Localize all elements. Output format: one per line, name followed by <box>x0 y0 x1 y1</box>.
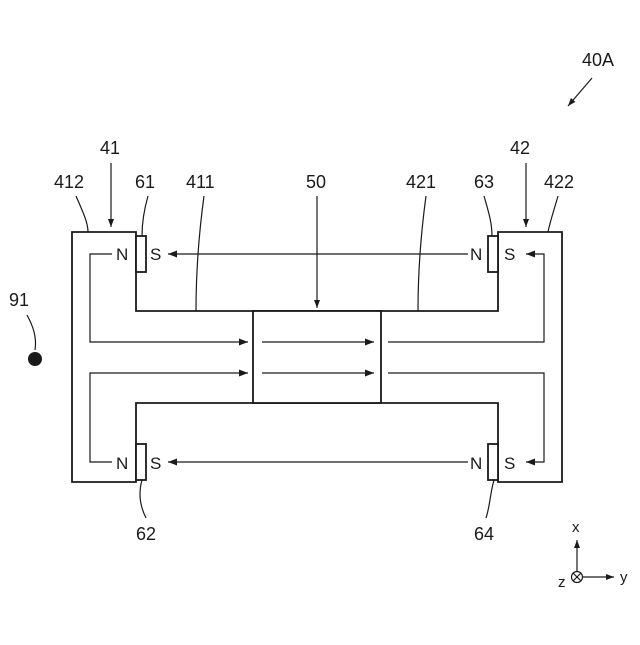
north-pole-label: N <box>116 454 128 473</box>
label-63: 63 <box>474 172 494 192</box>
label-61: 61 <box>135 172 155 192</box>
north-pole-label: N <box>470 245 482 264</box>
center-member-50 <box>253 311 381 403</box>
north-pole-label: N <box>116 245 128 264</box>
label-91: 91 <box>9 290 29 310</box>
leader-422 <box>548 196 558 232</box>
label-421: 421 <box>406 172 436 192</box>
coordinate-axes: x y z <box>558 519 628 591</box>
label-62: 62 <box>136 524 156 544</box>
leader-62 <box>140 480 146 518</box>
leader-91 <box>27 315 36 350</box>
leader-61 <box>142 196 148 236</box>
south-pole-label: S <box>150 245 161 264</box>
north-pole-label: N <box>470 454 482 473</box>
label-50: 50 <box>306 172 326 192</box>
label-422: 422 <box>544 172 574 192</box>
south-pole-label: S <box>504 245 515 264</box>
label-41: 41 <box>100 138 120 158</box>
label-42: 42 <box>510 138 530 158</box>
south-pole-label: S <box>150 454 161 473</box>
leader-40A <box>568 78 592 106</box>
leader-63 <box>484 196 492 236</box>
axis-label-y: y <box>620 569 628 586</box>
leader-412 <box>76 196 88 232</box>
label-40A: 40A <box>582 50 614 70</box>
south-pole-label: S <box>504 454 515 473</box>
axis-label-z: z <box>558 574 566 591</box>
label-64: 64 <box>474 524 494 544</box>
label-412: 412 <box>54 172 84 192</box>
object-91-dot <box>28 352 42 366</box>
label-411: 411 <box>186 172 215 192</box>
axis-label-x: x <box>572 519 580 536</box>
leader-64 <box>486 480 494 518</box>
